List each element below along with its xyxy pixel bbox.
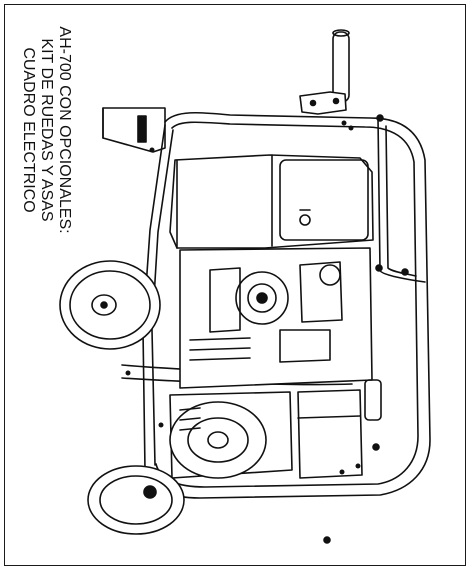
handle-bar xyxy=(299,29,350,115)
engine-block xyxy=(179,247,373,389)
alternator-housing xyxy=(169,391,293,479)
wheel-lower xyxy=(87,465,185,535)
fuel-tank xyxy=(169,154,374,249)
muffler xyxy=(297,379,382,479)
wheel-upper xyxy=(59,260,161,350)
electric-panel xyxy=(102,107,166,153)
bolts xyxy=(125,120,361,475)
